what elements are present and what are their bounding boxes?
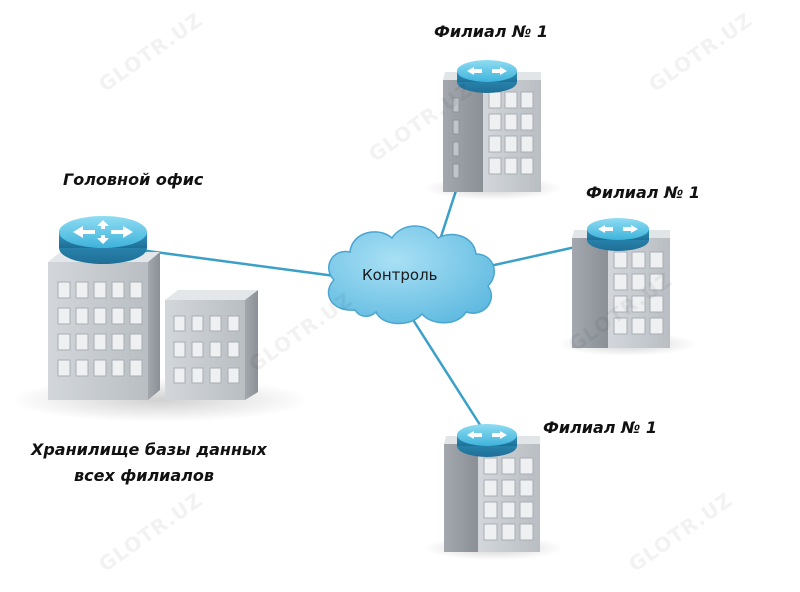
building-window [520, 135, 534, 153]
building-window [631, 317, 646, 335]
building-window [520, 91, 534, 109]
building-window [613, 295, 628, 313]
building-window [613, 317, 628, 335]
building-window [191, 367, 204, 384]
building-window [613, 251, 628, 269]
building-window [649, 317, 664, 335]
building-window [111, 307, 125, 325]
building-window [483, 479, 498, 497]
building-window [75, 281, 89, 299]
building-window [504, 91, 518, 109]
building-window [520, 113, 534, 131]
building-window [173, 367, 186, 384]
building-window [452, 97, 460, 113]
building-window [57, 333, 71, 351]
building-window [649, 273, 664, 291]
building-window [520, 157, 534, 175]
storage-label-line2: всех филиалов [74, 466, 214, 485]
building-window [519, 479, 534, 497]
building-window [75, 307, 89, 325]
building-window [452, 163, 460, 179]
building-window [504, 113, 518, 131]
building-window [631, 251, 646, 269]
building-window [209, 315, 222, 332]
building-window [191, 341, 204, 358]
building-window [111, 333, 125, 351]
building-window [75, 359, 89, 377]
building-window [501, 501, 516, 519]
building-window [75, 333, 89, 351]
building-window [483, 501, 498, 519]
building-window [501, 523, 516, 541]
building-window [57, 281, 71, 299]
building-window [209, 367, 222, 384]
building-window [57, 359, 71, 377]
building-window [93, 333, 107, 351]
building-window [504, 135, 518, 153]
building-window [613, 273, 628, 291]
building-window [649, 251, 664, 269]
head-office-label: Головной офис [63, 170, 204, 189]
building-window [129, 281, 143, 299]
building-window [191, 315, 204, 332]
branch-right-label: Филиал № 1 [586, 183, 701, 202]
building-window [488, 113, 502, 131]
building-window [173, 315, 186, 332]
building-window [111, 359, 125, 377]
building-window [93, 307, 107, 325]
storage-label-line1: Хранилище базы данных [31, 440, 267, 459]
branch-bottom-building [424, 436, 564, 560]
router-icon-branch-right [587, 218, 649, 251]
branch-top-building [423, 72, 563, 200]
building-window [129, 359, 143, 377]
building-window [483, 523, 498, 541]
building-window [452, 119, 460, 135]
building-window [483, 457, 498, 475]
building-window [227, 367, 240, 384]
building-window [488, 135, 502, 153]
building-window [519, 457, 534, 475]
building-window [57, 307, 71, 325]
branch-top-label: Филиал № 1 [434, 22, 549, 41]
building-window [452, 141, 460, 157]
building-window [227, 341, 240, 358]
link-branch-bottom [408, 314, 484, 429]
building-window [209, 341, 222, 358]
router-icon-branch-top [457, 60, 517, 93]
building-window [129, 333, 143, 351]
building-window [501, 457, 516, 475]
building-window [129, 307, 143, 325]
building-window [111, 281, 125, 299]
building-window [631, 295, 646, 313]
building-window [519, 523, 534, 541]
link-head-office [139, 248, 336, 278]
building-window [93, 359, 107, 377]
branch-bottom-label: Филиал № 1 [543, 418, 658, 437]
cloud-icon [327, 225, 495, 325]
building-window [649, 295, 664, 313]
head-office-building [10, 252, 310, 422]
cloud-label: Контроль [362, 266, 438, 284]
building-window [93, 281, 107, 299]
building-window [227, 315, 240, 332]
building-window [631, 273, 646, 291]
building-window [488, 91, 502, 109]
router-icon-head-office [59, 216, 147, 264]
building-window [173, 341, 186, 358]
router-icon-branch-bottom [457, 424, 517, 457]
building-window [488, 157, 502, 175]
building-window [519, 501, 534, 519]
building-window [504, 157, 518, 175]
building-window [501, 479, 516, 497]
